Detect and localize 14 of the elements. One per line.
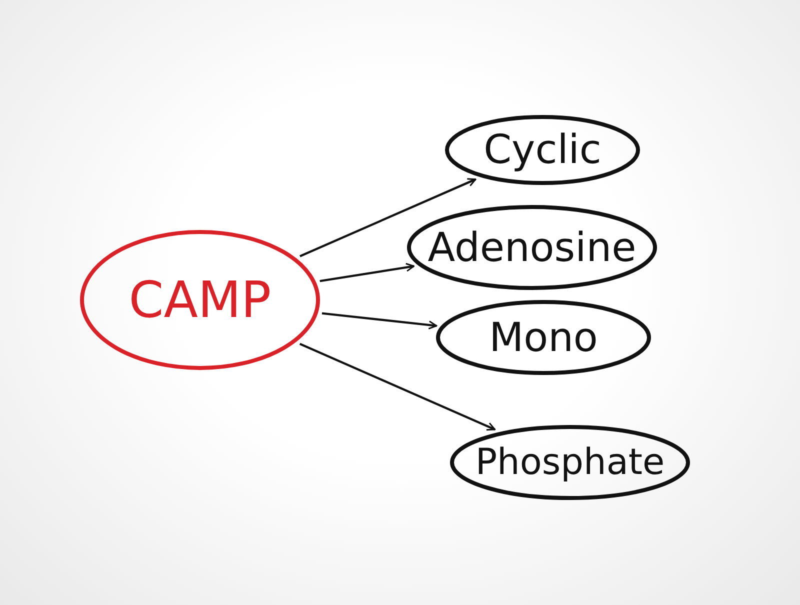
arrow [299, 342, 496, 431]
ellipse-label: Mono [489, 314, 598, 360]
arrow [320, 262, 415, 282]
word-ellipse [450, 425, 690, 500]
ellipse-label: Adenosine [428, 224, 636, 270]
arrow [322, 312, 438, 330]
ellipse-label: Phosphate [475, 442, 665, 483]
acronym-ellipse [80, 230, 320, 370]
word-ellipse [407, 205, 657, 290]
word-ellipse [436, 300, 651, 375]
ellipse-label: Cyclic [484, 127, 602, 173]
word-ellipse [445, 115, 640, 185]
arrow [300, 178, 476, 258]
ellipse-label: CAMP [128, 271, 272, 329]
